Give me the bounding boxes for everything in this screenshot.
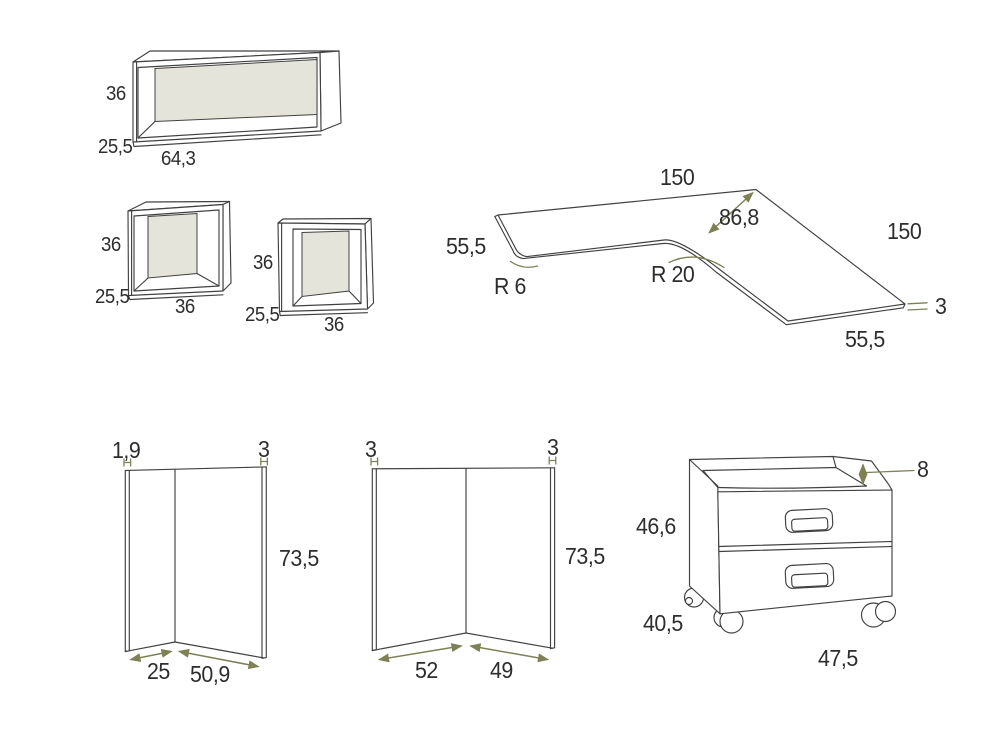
radius-front-arc <box>509 260 539 268</box>
drawer-width-label: 47,5 <box>818 645 858 671</box>
rim-height-leader <box>866 469 915 474</box>
drawer-front-height-label: 46,6 <box>636 513 676 539</box>
desk-top-drawing <box>494 188 928 326</box>
cube2-width-label: 36 <box>324 314 344 336</box>
left-width-arrow <box>377 643 463 663</box>
leg-panel-a-drawing <box>123 457 269 670</box>
cube-shelf-2-drawing <box>277 217 375 317</box>
leg-a-right-thickness-label: 3 <box>258 436 270 462</box>
desk-radius-front-label: R 6 <box>494 273 526 299</box>
desk-left-width-label: 55,5 <box>446 233 486 259</box>
leg-b-right-thickness-label: 3 <box>547 434 559 460</box>
wall-shelf-drawing <box>132 50 342 148</box>
desk-thickness-label: 3 <box>935 293 947 319</box>
left-thickness-marker <box>123 458 132 467</box>
drawer-handle-bottom <box>784 563 835 589</box>
leg-b-right-width-label: 49 <box>490 657 513 683</box>
desk-diagonal-label: 86,8 <box>719 204 759 230</box>
cube1-height-label: 36 <box>101 234 121 256</box>
wall-shelf-depth-label: 25,5 <box>98 136 133 158</box>
drawer-depth-label: 40,5 <box>643 610 683 636</box>
leg-b-height-label: 73,5 <box>565 543 605 569</box>
leg-panel-b-drawing <box>370 456 557 663</box>
drawer-unit-drawing <box>683 455 915 634</box>
radius-inner-arc <box>668 256 725 269</box>
desk-back-length-label: 150 <box>660 164 695 190</box>
drawer-rim-height-label: 8 <box>917 456 929 482</box>
right-thickness-marker <box>548 456 557 465</box>
leg-a-right-width-label: 50,9 <box>190 661 230 687</box>
desk-radius-inner-label: R 20 <box>651 261 695 287</box>
leg-a-left-width-label: 25 <box>147 658 170 684</box>
diagonal-dimension-arrow <box>708 191 754 234</box>
thickness-ticks <box>907 302 928 311</box>
leg-b-left-width-label: 52 <box>415 657 438 683</box>
cube2-height-label: 36 <box>253 252 273 274</box>
drawer-handle-top <box>784 508 834 533</box>
right-width-arrow <box>177 648 260 670</box>
leg-a-height-label: 73,5 <box>279 545 319 571</box>
leg-b-left-thickness-label: 3 <box>365 436 377 462</box>
desk-right-width-label: 55,5 <box>845 326 885 352</box>
wall-shelf-width-label: 64,3 <box>161 148 196 170</box>
right-thickness-marker <box>260 457 269 466</box>
wall-shelf-height-label: 36 <box>106 83 126 105</box>
left-width-arrow <box>129 648 173 663</box>
desk-right-length-label: 150 <box>887 218 922 244</box>
leg-a-left-thickness-label: 1,9 <box>112 437 141 463</box>
left-thickness-marker <box>370 457 379 466</box>
cube-shelf-1-drawing <box>127 200 232 301</box>
cube1-depth-label: 25,5 <box>95 286 130 308</box>
cube2-depth-label: 25,5 <box>245 304 280 326</box>
right-width-arrow <box>469 643 550 663</box>
cube1-width-label: 36 <box>175 296 195 318</box>
